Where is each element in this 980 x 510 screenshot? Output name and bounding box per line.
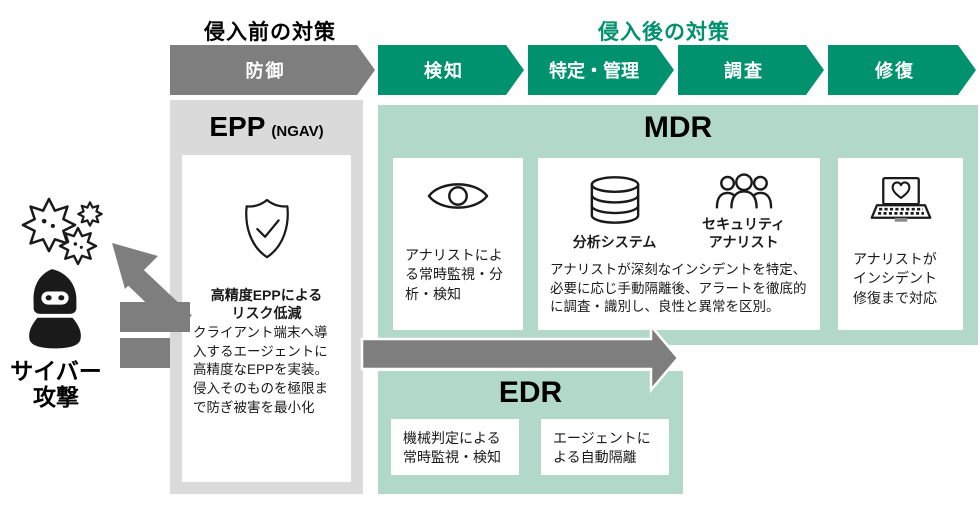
epp-heading-line2: リスク低減 bbox=[231, 304, 302, 321]
virus-burst-icon-small bbox=[77, 201, 103, 227]
epp-panel: EPP (NGAV) 高精度EPPによる リスク低減 クライアント端末へ導入する… bbox=[170, 100, 363, 494]
stage-chevron-detection: 検知 bbox=[378, 45, 524, 95]
eye-icon bbox=[405, 178, 511, 214]
epp-heading-line1: 高精度EPPによる bbox=[210, 287, 323, 303]
cyber-attack-label: サイバー 攻撃 bbox=[0, 358, 112, 411]
mdr-remediation-text: アナリストがインシデント修復まで対応 bbox=[853, 251, 937, 306]
mdr-monitoring-text: アナリストによる常時監視・分析・検知 bbox=[405, 247, 503, 302]
epp-title-text: EPP bbox=[209, 111, 266, 142]
cyber-attack-label-line2: 攻撃 bbox=[33, 384, 79, 411]
mdr-analysis-card: 分析システム セキュリティ アナリスト アナリストが深刻なインシデントを特定、必… bbox=[538, 158, 820, 330]
epp-panel-title: EPP (NGAV) bbox=[170, 100, 363, 143]
attack-arrow-icon bbox=[360, 323, 682, 393]
security-analyst-group: セキュリティ アナリスト bbox=[702, 170, 785, 251]
pre-intrusion-heading: 侵入前の対策 bbox=[204, 21, 336, 44]
epp-card: 高精度EPPによる リスク低減 クライアント端末へ導入するエージェントに高精度な… bbox=[182, 155, 351, 482]
analysis-system-label: 分析システム bbox=[572, 233, 657, 250]
hacker-icon bbox=[20, 266, 90, 350]
stage-chevron-containment: 特定・管理 bbox=[528, 45, 674, 95]
post-intrusion-heading: 侵入後の対策 bbox=[598, 21, 730, 44]
analysis-system-group: 分析システム bbox=[572, 174, 657, 252]
epp-subtitle-text: (NGAV) bbox=[271, 123, 324, 140]
epp-card-heading: 高精度EPPによる リスク低減 bbox=[193, 287, 340, 322]
analysts-group-icon bbox=[702, 170, 785, 210]
virus-burst-icon-medium bbox=[58, 226, 98, 266]
virus-burst-icon-large bbox=[20, 196, 78, 254]
edr-detection-text: 機械判定による常時監視・検知 bbox=[403, 430, 501, 466]
shield-check-icon bbox=[193, 197, 340, 267]
database-icon bbox=[573, 174, 657, 226]
epp-card-body: クライアント端末へ導入するエージェントに高精度なEPPを実装。侵入そのものを極限… bbox=[193, 325, 329, 415]
edr-detection-card: 機械判定による常時監視・検知 bbox=[391, 419, 519, 475]
mdr-remediation-card: アナリストがインシデント修復まで対応 bbox=[838, 158, 963, 330]
cyber-attack-label-line1: サイバー bbox=[10, 358, 102, 384]
stage-chevron-remediation: 修復 bbox=[828, 45, 976, 95]
mdr-analysis-text: アナリストが深刻なインシデントを特定、必要に応じ手動隔離後、アラートを徹底的に調… bbox=[550, 262, 807, 315]
mdr-monitoring-card: アナリストによる常時監視・分析・検知 bbox=[393, 158, 523, 330]
analyst-label-line1: セキュリティ bbox=[702, 216, 786, 232]
deflected-arrow-icon bbox=[112, 243, 198, 335]
mdr-panel-title: MDR bbox=[643, 111, 713, 144]
laptop-heart-icon bbox=[853, 176, 948, 224]
attack-arrow-stub bbox=[120, 338, 170, 368]
edr-panel-title: EDR bbox=[498, 376, 563, 409]
analyst-label-line2: アナリスト bbox=[708, 233, 779, 250]
edr-isolation-text: エージェントによる自動隔離 bbox=[553, 430, 651, 466]
security-analyst-label: セキュリティ アナリスト bbox=[702, 216, 785, 251]
edr-isolation-card: エージェントによる自動隔離 bbox=[541, 419, 669, 475]
stage-chevron-defense: 防御 bbox=[170, 45, 375, 95]
stage-chevron-investigation: 調査 bbox=[678, 45, 824, 95]
